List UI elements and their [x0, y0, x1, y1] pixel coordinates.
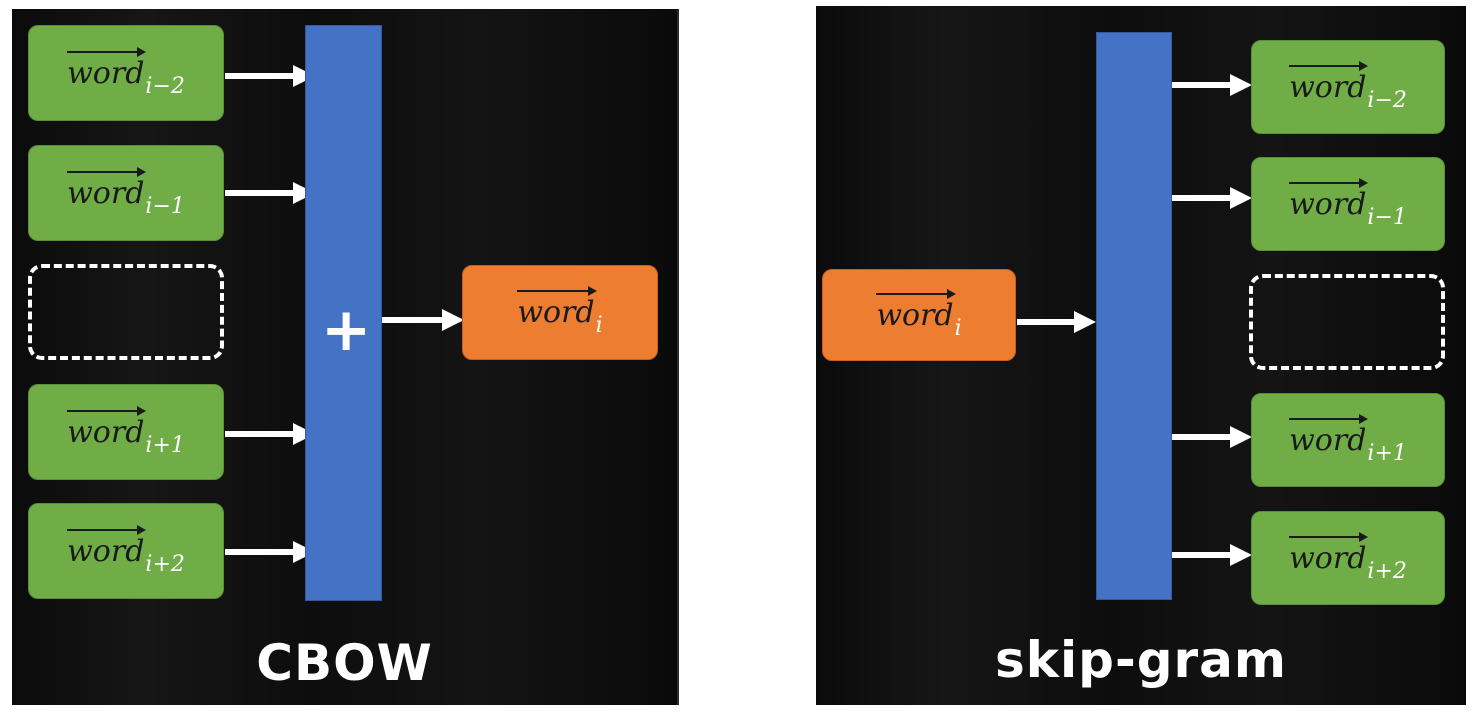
skipgram-projection-layer: [1096, 32, 1172, 600]
word-vector-label: wordi: [517, 286, 603, 338]
word-vector-label: wordi+1: [67, 405, 185, 458]
skipgram-output-word-i-plus-1: wordi+1: [1251, 393, 1445, 487]
skipgram-title: skip-gram: [995, 631, 1287, 689]
sum-operator: +: [321, 295, 372, 365]
cbow-input-arrow: [225, 65, 315, 87]
cbow-title: CBOW: [256, 634, 433, 692]
cbow-input-word-i-plus-1: wordi+1: [28, 384, 224, 480]
cbow-input-arrow: [225, 541, 315, 563]
skipgram-input-word: wordi: [822, 269, 1016, 361]
skipgram-output-word-i-minus-2: wordi−2: [1251, 40, 1445, 134]
skipgram-output-arrow: [1172, 74, 1252, 96]
skipgram-output-word-i-plus-2: wordi+2: [1251, 511, 1445, 605]
cbow-target-word: wordi: [462, 265, 658, 360]
skipgram-output-arrow: [1172, 426, 1252, 448]
word-vector-label: wordi−2: [1289, 60, 1407, 113]
skipgram-missing-center-slot: [1249, 274, 1445, 370]
word-vector-label: wordi+1: [1289, 413, 1407, 466]
word-vector-label: wordi: [876, 288, 962, 341]
word-vector-label: wordi−2: [67, 46, 185, 99]
word-vector-label: wordi+2: [67, 524, 185, 577]
skipgram-output-arrow: [1172, 187, 1252, 209]
cbow-input-word-i-plus-2: wordi+2: [28, 503, 224, 599]
cbow-input-arrow: [225, 423, 315, 445]
cbow-input-word-i-minus-2: wordi−2: [28, 25, 224, 121]
cbow-panel: wordi−2 wordi−1 wordi+1 wordi+2 + wordi …: [12, 9, 679, 705]
skipgram-output-arrow: [1172, 544, 1252, 566]
word-vector-label: wordi+2: [1289, 531, 1407, 584]
word-vector-label: wordi−1: [1289, 177, 1407, 230]
skipgram-output-word-i-minus-1: wordi−1: [1251, 157, 1445, 251]
cbow-projection-layer: +: [305, 25, 382, 601]
cbow-output-arrow: [382, 309, 464, 331]
word-vector-label: wordi−1: [67, 166, 185, 219]
cbow-input-arrow: [225, 182, 315, 204]
skipgram-panel: wordi wordi−2 wordi−1 wordi+1 wordi+2 sk…: [816, 6, 1466, 705]
cbow-missing-center-slot: [28, 264, 224, 360]
cbow-input-word-i-minus-1: wordi−1: [28, 145, 224, 241]
skipgram-input-arrow: [1017, 311, 1096, 333]
